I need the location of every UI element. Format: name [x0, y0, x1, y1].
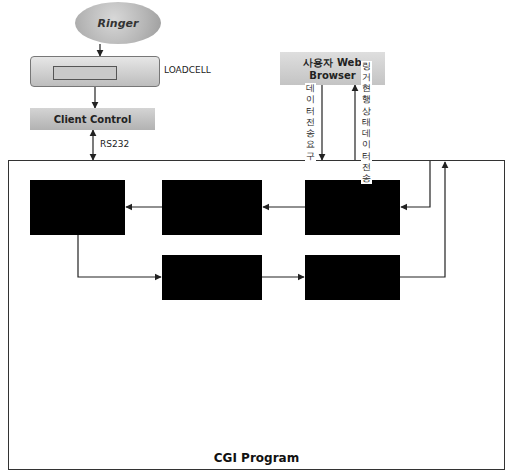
- node-text: Client Control: [54, 114, 132, 125]
- module-block: [305, 180, 400, 235]
- module-block: [162, 255, 262, 300]
- edge-label: 링거현행상태 데이터전송: [361, 61, 372, 185]
- module-block: [162, 180, 262, 235]
- flow-arrow: [262, 276, 304, 277]
- module-block: [305, 255, 400, 300]
- flow-arrow: [401, 161, 430, 207]
- flow-arrow: [126, 206, 162, 207]
- client-control-box: Client Control: [30, 108, 155, 130]
- flow-arrow: [263, 206, 305, 207]
- flow-arrow: [78, 235, 161, 277]
- edge-label: 데이터 전송요구: [305, 83, 316, 162]
- connector-arrow: [94, 87, 95, 108]
- cgi-program-box: CGI Program: [8, 160, 505, 470]
- ringer-ellipse: Ringer: [75, 2, 161, 44]
- connector-arrow: [99, 44, 100, 56]
- node-text: LOADCELL: [164, 65, 211, 75]
- node-text: CGI Program: [9, 451, 504, 465]
- connector-arrow: [354, 85, 355, 160]
- module-block: [30, 180, 125, 235]
- connector-arrow: [321, 85, 322, 160]
- loadcell-display: [53, 66, 117, 80]
- flow-arrow: [400, 162, 445, 277]
- loadcell-body: [30, 56, 160, 87]
- node-text: 사용자 Web Browser: [298, 56, 368, 82]
- loadcell-device: LOADCELL: [30, 56, 230, 87]
- connector-arrow: [92, 130, 93, 160]
- edge-label: RS232: [99, 139, 130, 150]
- node-text: Ringer: [98, 17, 139, 30]
